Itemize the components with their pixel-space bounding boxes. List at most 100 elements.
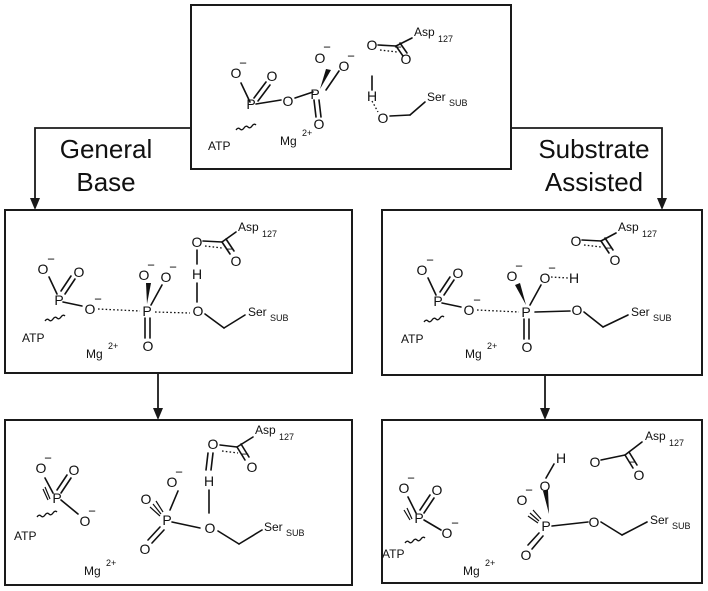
svg-text:Mg: Mg	[280, 134, 297, 148]
svg-text:O: O	[540, 478, 551, 494]
svg-text:O: O	[140, 541, 151, 557]
svg-text:H: H	[569, 270, 579, 286]
svg-text:O: O	[540, 270, 551, 286]
svg-text:O: O	[417, 262, 428, 278]
svg-text:O: O	[610, 252, 621, 268]
svg-text:Mg: Mg	[463, 564, 480, 578]
arrow-to-substrate-assisted	[511, 127, 667, 210]
svg-text:O: O	[38, 261, 49, 277]
svg-text:−: −	[394, 40, 402, 55]
svg-text:−: −	[426, 253, 434, 268]
svg-text:−: −	[169, 260, 177, 275]
svg-text:−: −	[241, 447, 249, 462]
svg-text:Mg: Mg	[465, 347, 482, 361]
svg-text:127: 127	[669, 438, 684, 448]
svg-text:−: −	[604, 241, 612, 256]
svg-text:P: P	[142, 303, 151, 319]
svg-text:−: −	[225, 242, 233, 257]
svg-text:O: O	[69, 462, 80, 478]
svg-text:P: P	[310, 86, 319, 102]
svg-text:−: −	[515, 259, 523, 274]
svg-text:SUB: SUB	[653, 313, 672, 323]
svg-text:−: −	[525, 483, 533, 498]
svg-text:ATP: ATP	[22, 331, 44, 345]
svg-text:O: O	[139, 267, 150, 283]
svg-text:O: O	[247, 459, 258, 475]
svg-text:O: O	[572, 302, 583, 318]
svg-text:Mg: Mg	[84, 564, 101, 578]
svg-text:−: −	[451, 516, 459, 531]
svg-text:O: O	[378, 110, 389, 126]
svg-text:2+: 2+	[106, 558, 116, 568]
svg-text:Ser: Ser	[264, 520, 283, 534]
svg-text:Mg: Mg	[86, 347, 103, 361]
substrate-label-line2: Assisted	[545, 167, 643, 197]
svg-text:O: O	[401, 51, 412, 67]
svg-text:O: O	[192, 234, 203, 250]
svg-text:O: O	[442, 525, 453, 541]
svg-text:O: O	[315, 50, 326, 66]
svg-text:−: −	[175, 465, 183, 480]
svg-text:Ser: Ser	[248, 305, 267, 319]
svg-text:O: O	[521, 547, 532, 563]
structure-general-base-product: O− P O O− P O− O O O H O O− ATP Mg 2+ As…	[14, 423, 305, 578]
svg-text:O: O	[634, 467, 645, 483]
svg-text:Asp: Asp	[238, 220, 259, 234]
svg-text:2+: 2+	[302, 128, 312, 138]
svg-text:O: O	[208, 436, 219, 452]
svg-text:O: O	[231, 253, 242, 269]
svg-text:H: H	[204, 473, 214, 489]
svg-text:−: −	[239, 56, 247, 71]
svg-text:Asp: Asp	[645, 429, 666, 443]
svg-text:O: O	[314, 116, 325, 132]
panel-initial-state	[190, 4, 512, 170]
svg-text:O: O	[590, 454, 601, 470]
svg-text:−: −	[88, 504, 96, 519]
svg-text:O: O	[339, 58, 350, 74]
svg-text:P: P	[52, 490, 61, 506]
svg-text:P: P	[414, 510, 423, 526]
svg-text:O: O	[522, 339, 533, 355]
svg-text:O: O	[74, 264, 85, 280]
svg-text:O: O	[36, 460, 47, 476]
svg-text:H: H	[556, 450, 566, 466]
svg-text:O: O	[589, 514, 600, 530]
svg-text:O: O	[193, 303, 204, 319]
svg-text:H: H	[367, 88, 377, 104]
svg-text:O: O	[283, 93, 294, 109]
svg-text:ATP: ATP	[382, 547, 404, 561]
svg-text:2+: 2+	[485, 558, 495, 568]
svg-text:−: −	[548, 261, 556, 276]
svg-text:O: O	[517, 492, 528, 508]
svg-text:−: −	[347, 49, 355, 64]
svg-text:O: O	[205, 520, 216, 536]
panel-substrate-assisted-product	[381, 419, 703, 584]
svg-text:127: 127	[438, 34, 453, 44]
svg-text:127: 127	[642, 229, 657, 239]
svg-text:P: P	[162, 512, 171, 528]
structure-substrate-assisted-product: O− P O O− P O H O− O O O− O ATP Mg 2+ As…	[382, 429, 691, 578]
general-label-line2: Base	[76, 167, 135, 197]
substrate-label-line1: Substrate	[538, 134, 649, 164]
svg-text:−: −	[628, 455, 636, 470]
svg-text:O: O	[267, 68, 278, 84]
svg-text:O: O	[167, 474, 178, 490]
svg-text:O: O	[80, 513, 91, 529]
general-label-line1: General	[60, 134, 153, 164]
svg-text:O: O	[161, 269, 172, 285]
svg-text:Ser: Ser	[631, 305, 650, 319]
arrow-to-general-base	[30, 127, 191, 210]
svg-text:SUB: SUB	[449, 98, 468, 108]
svg-text:−: −	[44, 451, 52, 466]
svg-text:Asp: Asp	[414, 25, 435, 39]
svg-text:ATP: ATP	[14, 529, 36, 543]
svg-text:P: P	[54, 292, 63, 308]
svg-text:H: H	[192, 266, 202, 282]
svg-text:Ser: Ser	[650, 513, 669, 527]
structure-initial: O− P O O P O− O− O O H O O− ATP Mg 2+ As…	[208, 25, 468, 153]
svg-text:127: 127	[262, 229, 277, 239]
arrow-general-base-product	[153, 373, 163, 420]
svg-text:Asp: Asp	[255, 423, 276, 437]
